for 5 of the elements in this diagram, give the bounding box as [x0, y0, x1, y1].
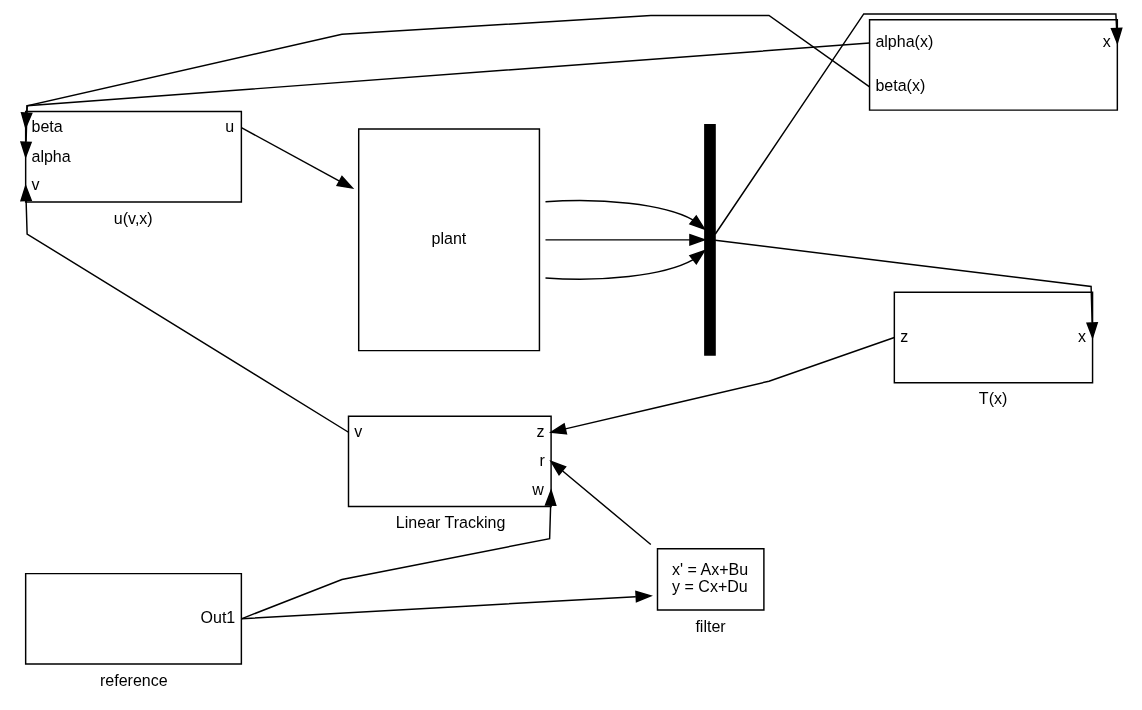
node-label: reference: [99, 670, 168, 689]
node-label: T(x): [978, 389, 1007, 408]
node-label: filter: [694, 616, 726, 635]
node-label: Linear Tracking: [395, 513, 505, 532]
node-label: u(v,x): [113, 208, 153, 227]
